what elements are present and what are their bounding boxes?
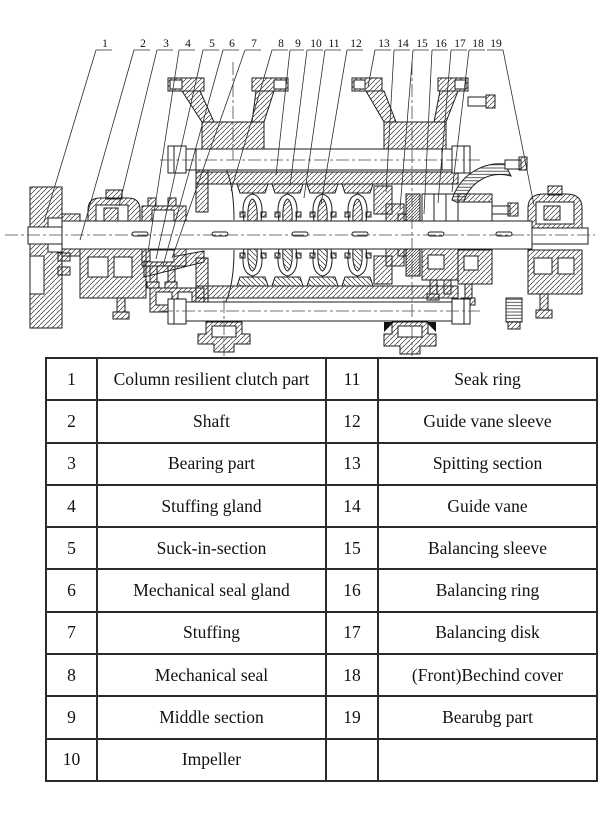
callout-number-14: 14 bbox=[397, 38, 409, 50]
part-number-cell: 18 bbox=[325, 653, 379, 698]
part-number-cell: 16 bbox=[325, 568, 379, 613]
table-row: 5 Suck-in-section 15 Balancing sleeve bbox=[45, 526, 598, 571]
centerlines bbox=[5, 62, 595, 356]
part-number-cell: 3 bbox=[45, 441, 98, 486]
part-name-cell: Balancing sleeve bbox=[377, 526, 598, 571]
part-name-cell: Impeller bbox=[96, 737, 327, 782]
part-number-cell: 19 bbox=[325, 695, 379, 740]
callout-number-15: 15 bbox=[416, 38, 428, 50]
part-number-cell: 6 bbox=[45, 568, 98, 613]
part-number-cell: 1 bbox=[45, 356, 98, 402]
part-number-cell: 12 bbox=[325, 399, 379, 444]
part-name-cell: Balancing ring bbox=[377, 568, 598, 613]
part-number-cell: 15 bbox=[325, 526, 379, 571]
callout-number-10: 10 bbox=[310, 38, 322, 50]
callout-number-18: 18 bbox=[472, 38, 484, 50]
impeller-stages bbox=[236, 183, 393, 287]
part-name-cell: Middle section bbox=[96, 695, 327, 740]
part-name-cell: Balancing disk bbox=[377, 610, 598, 656]
part-number-cell: 13 bbox=[325, 441, 379, 486]
table-row: 9 Middle section 19 Bearubg part bbox=[45, 695, 598, 740]
part-name-cell: Suck-in-section bbox=[96, 526, 327, 571]
part-name-cell: (Front)Bechind cover bbox=[377, 653, 598, 698]
part-name-cell: Bearubg part bbox=[377, 695, 598, 740]
part-number-cell: 4 bbox=[45, 483, 98, 529]
callout-number-16: 16 bbox=[435, 38, 447, 50]
callout-number-9: 9 bbox=[295, 38, 301, 50]
callout-number-2: 2 bbox=[140, 38, 146, 50]
part-name-cell: Shaft bbox=[96, 399, 327, 444]
part-name-cell: Spitting section bbox=[377, 441, 598, 486]
part-number-cell: 2 bbox=[45, 399, 98, 444]
mounting-feet bbox=[197, 321, 437, 355]
right-bearing-housing bbox=[505, 185, 583, 330]
part-name-cell: Mechanical seal gland bbox=[96, 568, 327, 613]
part-number-cell: 14 bbox=[325, 483, 379, 529]
part-name-cell: Guide vane bbox=[377, 483, 598, 529]
callout-leader-lines bbox=[43, 49, 535, 267]
callout-number-12: 12 bbox=[350, 38, 362, 50]
callout-number-11: 11 bbox=[328, 38, 339, 50]
part-number-cell: 11 bbox=[325, 356, 379, 402]
pump-cross-section-diagram: 1 2 3 4 5 6 7 8 9 10 11 12 13 14 15 16 1… bbox=[5, 38, 595, 356]
left-coupling bbox=[29, 186, 81, 329]
callout-number-7: 7 bbox=[251, 38, 257, 50]
callout-number-4: 4 bbox=[185, 38, 191, 50]
part-name-cell: Guide vane sleeve bbox=[377, 399, 598, 444]
part-name-cell bbox=[377, 737, 598, 782]
table-row: 3 Bearing part 13 Spitting section bbox=[45, 441, 598, 486]
part-name-cell: Seak ring bbox=[377, 356, 598, 402]
tie-rod-bottom bbox=[167, 298, 471, 325]
table-row: 8 Mechanical seal 18 (Front)Bechind cove… bbox=[45, 653, 598, 698]
callout-number-5: 5 bbox=[209, 38, 215, 50]
callout-number-6: 6 bbox=[229, 38, 235, 50]
part-name-cell: Mechanical seal bbox=[96, 653, 327, 698]
part-number-cell: 17 bbox=[325, 610, 379, 656]
callout-number-1: 1 bbox=[102, 38, 108, 50]
part-name-cell: Stuffing gland bbox=[96, 483, 327, 529]
callout-number-17: 17 bbox=[454, 38, 466, 50]
parts-table: 1 Column resilient clutch part 11 Seak r… bbox=[45, 356, 598, 782]
part-name-cell: Bearing part bbox=[96, 441, 327, 486]
part-name-cell: Stuffing bbox=[96, 610, 327, 656]
tie-rod-top bbox=[167, 145, 471, 174]
right-bracket bbox=[457, 193, 519, 306]
table-row: 7 Stuffing 17 Balancing disk bbox=[45, 610, 598, 656]
balance-pipe-elbow bbox=[451, 156, 528, 206]
table-row: 4 Stuffing gland 14 Guide vane bbox=[45, 483, 598, 529]
callout-number-13: 13 bbox=[378, 38, 390, 50]
suction-section bbox=[167, 77, 289, 321]
part-number-cell: 9 bbox=[45, 695, 98, 740]
table-row: 1 Column resilient clutch part 11 Seak r… bbox=[45, 356, 598, 402]
callout-numbers: 1 2 3 4 5 6 7 8 9 10 11 12 13 14 15 16 1… bbox=[102, 38, 502, 50]
callout-number-19: 19 bbox=[490, 38, 502, 50]
part-number-cell bbox=[325, 737, 379, 782]
part-name-cell: Column resilient clutch part bbox=[96, 356, 327, 402]
table-row: 2 Shaft 12 Guide vane sleeve bbox=[45, 399, 598, 444]
discharge-spitting-section bbox=[351, 77, 496, 153]
part-number-cell: 7 bbox=[45, 610, 98, 656]
callout-number-8: 8 bbox=[278, 38, 284, 50]
part-number-cell: 10 bbox=[45, 737, 98, 782]
table-row: 6 Mechanical seal gland 16 Balancing rin… bbox=[45, 568, 598, 613]
part-number-cell: 5 bbox=[45, 526, 98, 571]
table-row: 10 Impeller bbox=[45, 737, 598, 782]
callout-number-3: 3 bbox=[163, 38, 169, 50]
part-number-cell: 8 bbox=[45, 653, 98, 698]
